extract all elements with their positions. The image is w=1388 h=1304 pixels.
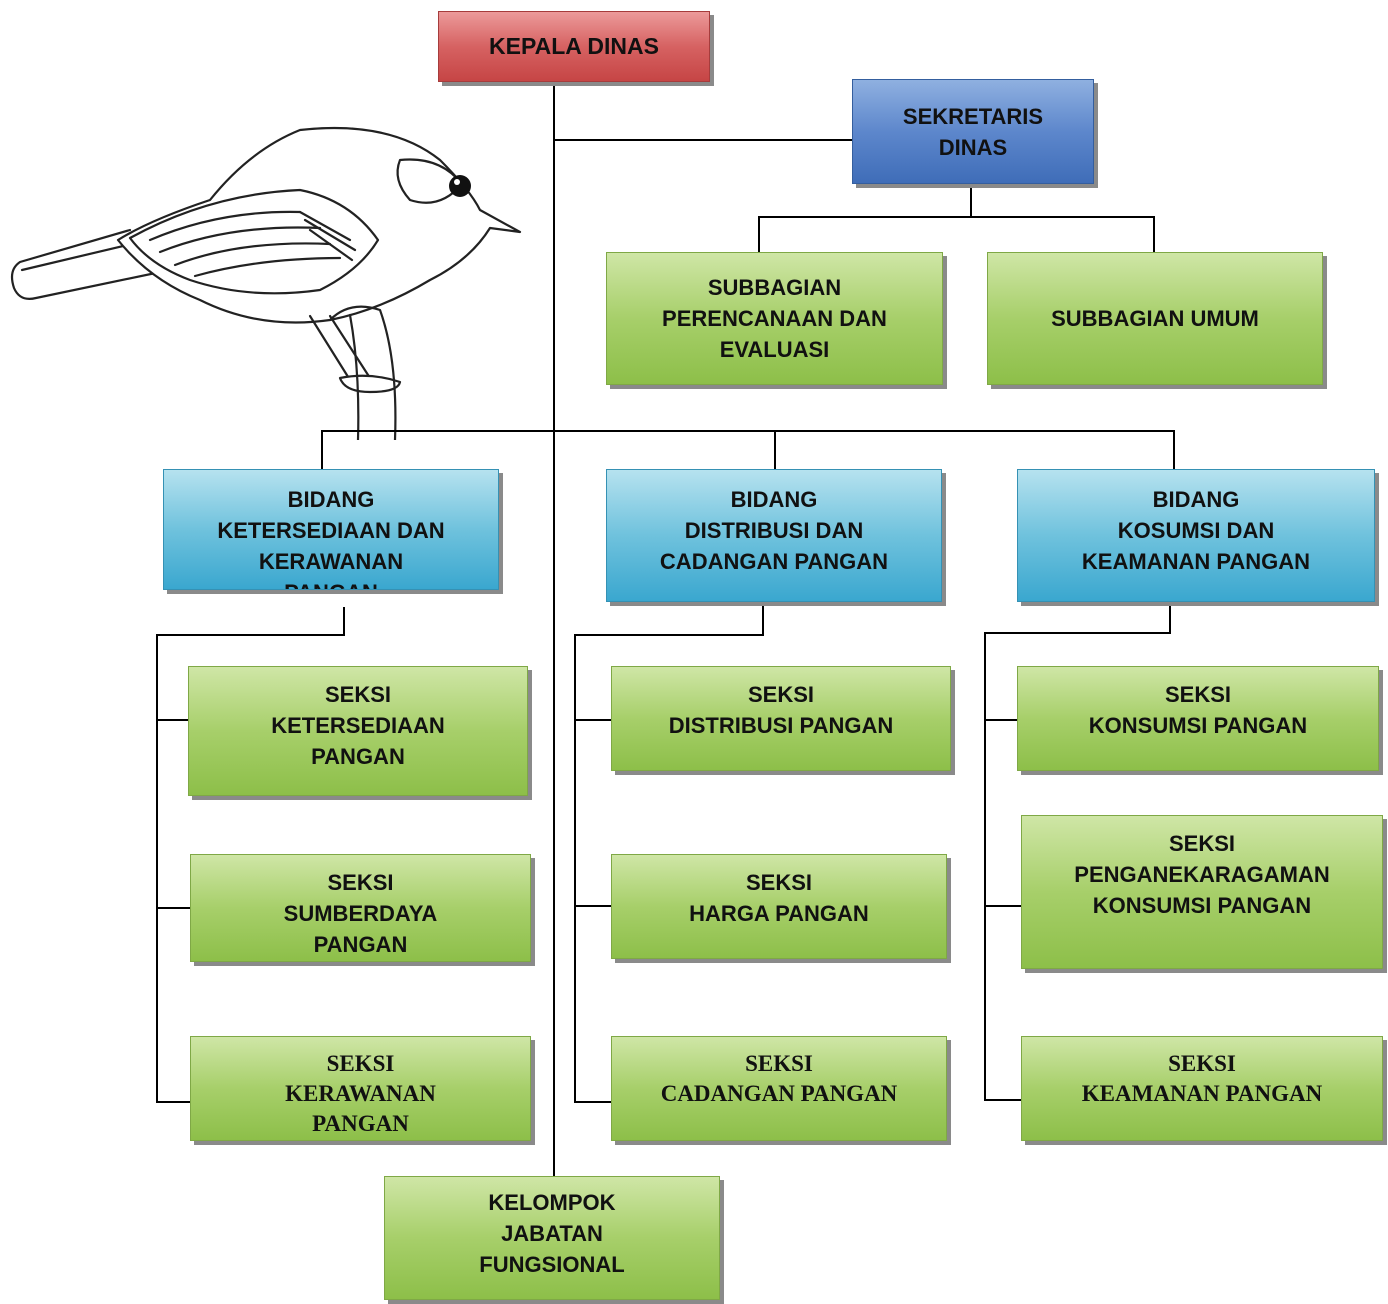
connector-line [321,430,323,470]
section-vulnerability-box: SEKSI KERAWANAN PANGAN [190,1036,531,1141]
connector-line [984,632,1171,634]
connector-line [574,1101,612,1103]
section-resources-box: SEKSI SUMBERDAYA PANGAN [190,854,531,962]
division-consumption-box: BIDANG KOSUMSI DAN KEAMANAN PANGAN [1017,469,1375,602]
functional-group-box: KELOMPOK JABATAN FUNGSIONAL [384,1176,720,1300]
section-distribution-box: SEKSI DISTRIBUSI PANGAN [611,666,951,771]
connector-line [984,632,986,1101]
connector-line [1153,216,1155,252]
connector-line [758,216,1155,218]
connector-line [984,1099,1022,1101]
connector-line [574,634,764,636]
connector-line [156,634,345,636]
section-availability-box: SEKSI KETERSEDIAAN PANGAN [188,666,528,796]
connector-line [574,634,576,1103]
secretary-box: SEKRETARIS DINAS [852,79,1094,184]
connector-line [984,719,1020,721]
connector-line [553,139,853,141]
connector-line [553,84,555,1176]
connector-line [762,605,764,636]
connector-line [156,634,158,1103]
connector-line [343,607,345,636]
subsection-planning-box: SUBBAGIAN PERENCANAAN DAN EVALUASI [606,252,943,385]
connector-line [1173,430,1175,470]
head-box: KEPALA DINAS [438,11,710,82]
connector-line [774,430,776,470]
section-diversification-box: SEKSI PENGANEKARAGAMAN KONSUMSI PANGAN [1021,815,1383,969]
division-availability-box: BIDANG KETERSEDIAAN DAN KERAWANAN PANGAN [163,469,499,590]
section-consumption-box: SEKSI KONSUMSI PANGAN [1017,666,1379,771]
connector-line [1169,605,1171,634]
section-reserve-box: SEKSI CADANGAN PANGAN [611,1036,947,1141]
connector-line [574,719,612,721]
connector-line [156,907,190,909]
bird-illustration [10,126,522,440]
connector-line [984,905,1022,907]
section-price-box: SEKSI HARGA PANGAN [611,854,947,959]
connector-line [321,430,1175,432]
connector-line [970,187,972,216]
section-safety-box: SEKSI KEAMANAN PANGAN [1021,1036,1383,1141]
subsection-general-box: SUBBAGIAN UMUM [987,252,1323,385]
connector-line [156,719,190,721]
division-distribution-box: BIDANG DISTRIBUSI DAN CADANGAN PANGAN [606,469,942,602]
connector-line [758,216,760,252]
connector-line [156,1101,190,1103]
connector-line [574,905,612,907]
